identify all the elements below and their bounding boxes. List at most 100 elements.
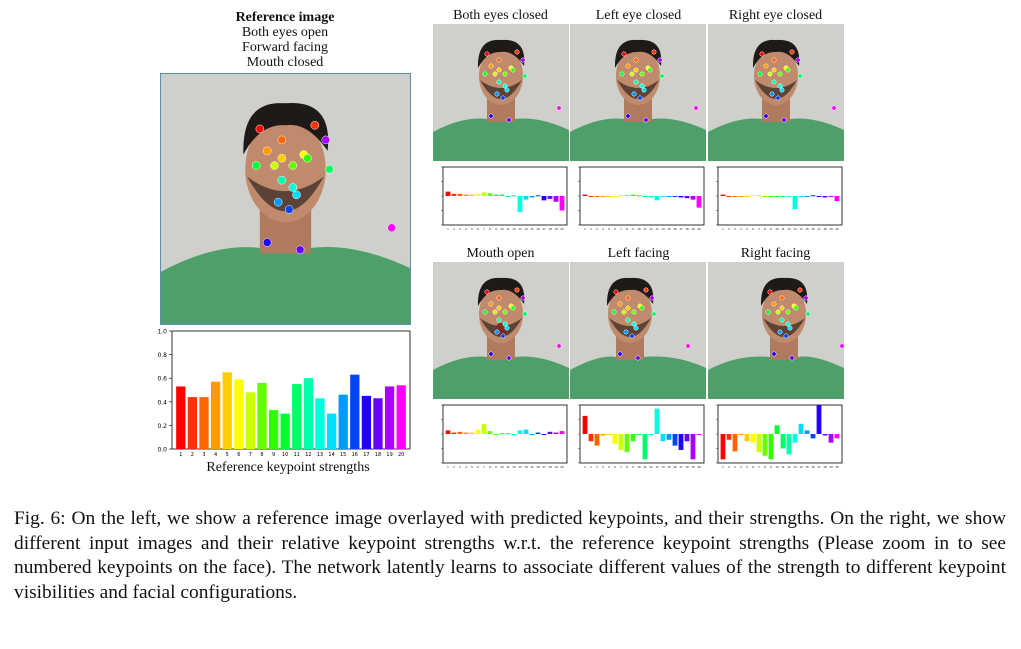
keypoint-marker — [639, 71, 645, 77]
keypoint-marker — [611, 309, 617, 315]
keypoint-marker — [522, 73, 528, 79]
x-tick-label: 8 — [626, 227, 628, 231]
x-tick-label: 20 — [560, 227, 564, 231]
keypoint-marker — [500, 333, 506, 339]
x-tick-label: 6 — [237, 452, 240, 458]
hair — [477, 39, 525, 68]
bar — [828, 196, 834, 197]
keypoint-marker — [277, 153, 287, 163]
keypoint-marker — [270, 161, 279, 170]
x-tick-label: 2 — [728, 227, 730, 231]
keypoint-marker — [492, 309, 498, 315]
x-tick-label: 10 — [282, 452, 288, 458]
bar — [660, 196, 666, 197]
photo-left-eye-closed — [570, 24, 706, 161]
bar — [505, 196, 511, 197]
x-tick-label: 15 — [805, 227, 809, 231]
x-tick-label: 20 — [560, 465, 564, 469]
hair — [760, 277, 808, 306]
keypoint-marker — [789, 49, 795, 55]
x-tick-label: 18 — [685, 227, 689, 231]
x-tick-label: 11 — [506, 465, 510, 469]
keypoint-marker — [617, 351, 623, 357]
x-tick-label: 2 — [590, 227, 592, 231]
bar — [810, 195, 816, 197]
bar — [511, 434, 517, 435]
keypoint-marker — [325, 164, 334, 174]
bar — [642, 196, 648, 197]
bar — [696, 434, 702, 435]
keypoint-marker — [255, 124, 265, 134]
bar — [774, 425, 780, 434]
x-tick-label: 18 — [685, 465, 689, 469]
bar — [541, 196, 547, 201]
beard — [609, 318, 651, 337]
keypoint-marker — [292, 190, 301, 200]
beard — [755, 80, 797, 99]
shirt — [161, 246, 410, 324]
bar — [445, 430, 451, 434]
x-tick-label: 7 — [620, 465, 622, 469]
keypoint-marker — [777, 71, 783, 77]
keypoint-marker — [621, 51, 627, 57]
bar — [384, 386, 395, 449]
keypoint-marker — [789, 355, 795, 361]
keypoint-marker — [295, 245, 305, 255]
photo-mouth-open — [433, 262, 569, 399]
bar — [798, 196, 804, 197]
x-tick-label: 10 — [500, 465, 504, 469]
x-tick-label: 12 — [512, 465, 516, 469]
keypoint-marker — [771, 57, 777, 63]
reference-title-block: Reference image Both eyes open Forward f… — [160, 10, 410, 70]
keypoint-marker — [771, 301, 777, 307]
keypoint-marker — [621, 309, 627, 315]
bar — [373, 398, 383, 449]
bar — [636, 434, 642, 435]
x-tick-label: 8 — [764, 465, 766, 469]
bar — [810, 434, 816, 439]
keypoint-marker — [623, 329, 629, 335]
bar — [756, 434, 762, 453]
keypoint-marker — [617, 301, 623, 307]
y-tick-label: 0.4 — [157, 399, 167, 406]
bar — [529, 434, 535, 435]
keypoint-marker — [765, 309, 771, 315]
x-tick-label: 1 — [722, 227, 724, 231]
x-tick-label: 13 — [317, 452, 323, 458]
bar — [350, 374, 360, 449]
bar — [648, 434, 654, 435]
x-tick-label: 18 — [823, 227, 827, 231]
x-tick-label: 1 — [722, 465, 724, 469]
x-tick-label: 15 — [340, 452, 346, 458]
keypoint-marker — [779, 317, 785, 323]
bar — [720, 434, 726, 460]
bar — [553, 432, 559, 434]
keypoint-marker — [488, 113, 494, 119]
shirt — [708, 356, 844, 399]
keypoint-marker — [767, 289, 773, 295]
keypoint-marker — [779, 305, 785, 311]
keypoint-marker — [839, 343, 844, 349]
bar — [798, 423, 804, 434]
x-tick-label: 4 — [602, 227, 604, 231]
keypoint-marker — [779, 87, 785, 93]
bar — [505, 433, 511, 435]
bar — [457, 431, 463, 434]
keypoint-marker — [310, 120, 320, 130]
bar — [187, 397, 198, 449]
bar — [786, 434, 792, 455]
x-tick-label: 3 — [734, 465, 736, 469]
keypoint-marker — [277, 135, 287, 145]
keypoint-marker — [637, 95, 643, 101]
keypoint-marker — [771, 351, 777, 357]
hair — [477, 277, 525, 306]
keypoint-marker — [277, 175, 287, 185]
keypoint-marker — [496, 305, 502, 311]
x-tick-label: 19 — [691, 227, 695, 231]
bar — [828, 434, 834, 443]
bar — [654, 196, 660, 201]
